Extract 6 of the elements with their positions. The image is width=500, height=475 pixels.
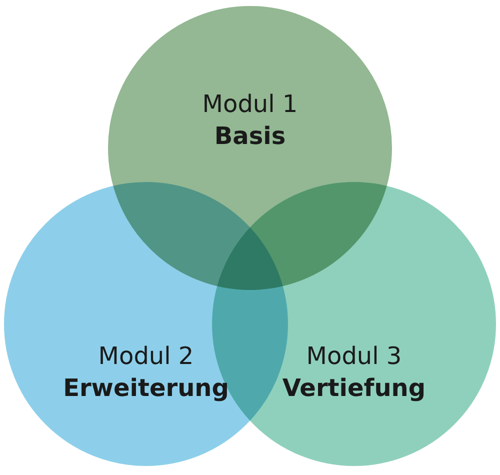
module-number: Modul 1 [202, 90, 298, 118]
module-title: Basis [214, 122, 286, 150]
module-title: Erweiterung [63, 374, 229, 402]
module-title: Vertiefung [282, 374, 426, 402]
module-number: Modul 3 [306, 342, 402, 370]
module-number: Modul 2 [98, 342, 194, 370]
